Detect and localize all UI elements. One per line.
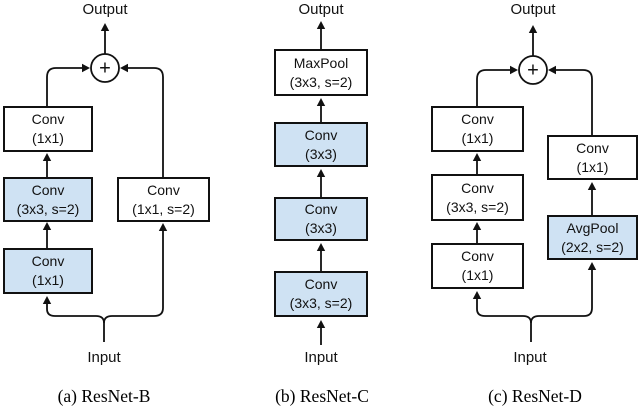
- shortcut-to-add-line: [128, 67, 164, 177]
- block-label: Conv: [31, 253, 65, 269]
- arrow-up-icon: [528, 25, 538, 33]
- arrow-up-icon: [587, 182, 597, 190]
- arrow-up-icon: [472, 153, 482, 161]
- block-label: Conv: [304, 126, 338, 143]
- block-shortcut-conv-1x1-s2: Conv (1x1, s=2): [117, 177, 210, 222]
- input-label: Input: [87, 349, 121, 366]
- block-conv-3x3-s2: Conv (3x3, s=2): [3, 177, 93, 222]
- arrow-left-icon: [548, 65, 556, 75]
- block-label: AvgPool: [566, 219, 619, 236]
- block-detail: (3x3, s=2): [16, 200, 80, 217]
- arrow-left-icon: [120, 63, 128, 73]
- plus-icon: +: [527, 60, 539, 82]
- block-detail: (3x3): [305, 145, 337, 162]
- block-detail: (1x1): [461, 130, 494, 146]
- input-split-right-line: [530, 270, 593, 324]
- arrow-up-icon: [42, 222, 52, 230]
- block-detail: (1x1): [32, 272, 64, 288]
- block-conv-1x1-top: Conv (1x1): [431, 106, 524, 152]
- arrow-up-icon: [42, 296, 52, 304]
- arrow-up-icon: [472, 291, 482, 299]
- block-conv-1x1-bottom: Conv (1x1): [431, 243, 524, 289]
- arrow-up-icon: [472, 222, 482, 230]
- panel-caption: (a) ResNet-B: [57, 386, 151, 406]
- input-label: Input: [304, 349, 338, 366]
- input-label: Input: [513, 349, 547, 366]
- main-branch-to-add-line: [46, 67, 82, 106]
- block-conv-3x3-s2: Conv (3x3, s=2): [431, 174, 524, 221]
- arrow-up-icon: [158, 223, 168, 231]
- block-label: Conv: [304, 276, 338, 292]
- arrow-up-icon: [316, 21, 326, 29]
- block-detail: (1x1): [461, 267, 494, 283]
- block-label: Conv: [461, 248, 494, 264]
- arrow-up-icon: [316, 243, 326, 251]
- add-node-circle: [90, 53, 120, 83]
- arrow-right-icon: [510, 65, 518, 75]
- plus-icon: +: [99, 58, 111, 80]
- block-label: Conv: [147, 181, 180, 198]
- output-label: Output: [298, 1, 344, 18]
- output-label: Output: [510, 1, 556, 18]
- shortcut-to-add-line: [556, 69, 593, 135]
- main-branch-to-add-line: [476, 69, 510, 106]
- block-conv-1x1-bottom: Conv (1x1): [3, 248, 93, 294]
- block-shortcut-avgpool-2x2-s2: AvgPool (2x2, s=2): [547, 215, 638, 260]
- block-conv-1x1-top: Conv (1x1): [3, 106, 93, 152]
- block-detail: (3x3, s=2): [289, 295, 353, 311]
- block-label: Conv: [461, 111, 494, 127]
- arrow-right-icon: [82, 63, 90, 73]
- block-label: Conv: [31, 111, 65, 127]
- block-maxpool-3x3-s2: MaxPool (3x3, s=2): [274, 49, 368, 96]
- arrow-up-icon: [42, 153, 52, 161]
- block-detail: (1x1, s=2): [132, 200, 195, 217]
- block-label: Conv: [31, 181, 65, 198]
- block-label: Conv: [304, 201, 338, 217]
- panel-caption: (b) ResNet-C: [275, 386, 369, 406]
- block-conv-3x3-s2: Conv (3x3, s=2): [274, 271, 368, 317]
- arrow-up-icon: [100, 23, 110, 31]
- block-label: Conv: [576, 139, 609, 156]
- panel-b-wiring: [316, 21, 326, 345]
- panel-c-wiring: +: [472, 25, 597, 342]
- input-split-left-line: [476, 299, 532, 342]
- block-detail: (3x3, s=2): [446, 198, 509, 215]
- output-label: Output: [82, 1, 128, 18]
- block-conv-3x3-upper: Conv (3x3): [274, 122, 368, 167]
- panel-a-wiring: +: [42, 23, 168, 342]
- block-detail: (3x3, s=2): [289, 73, 353, 90]
- input-split-right-line: [103, 231, 164, 324]
- block-detail: (1x1): [32, 130, 64, 146]
- block-label: MaxPool: [293, 54, 349, 71]
- arrow-up-icon: [316, 98, 326, 106]
- block-detail: (3x3): [305, 220, 337, 236]
- arrow-up-icon: [316, 169, 326, 177]
- panel-caption: (c) ResNet-D: [488, 386, 582, 406]
- arrow-up-icon: [587, 262, 597, 270]
- add-node-circle: [518, 55, 548, 85]
- block-detail: (2x2, s=2): [561, 238, 624, 255]
- input-split-left-line: [46, 304, 105, 342]
- block-shortcut-conv-1x1: Conv (1x1): [547, 135, 638, 180]
- block-detail: (1x1): [576, 158, 609, 175]
- arrow-up-icon: [316, 320, 326, 328]
- block-conv-3x3-lower: Conv (3x3): [274, 197, 368, 241]
- block-label: Conv: [461, 179, 494, 196]
